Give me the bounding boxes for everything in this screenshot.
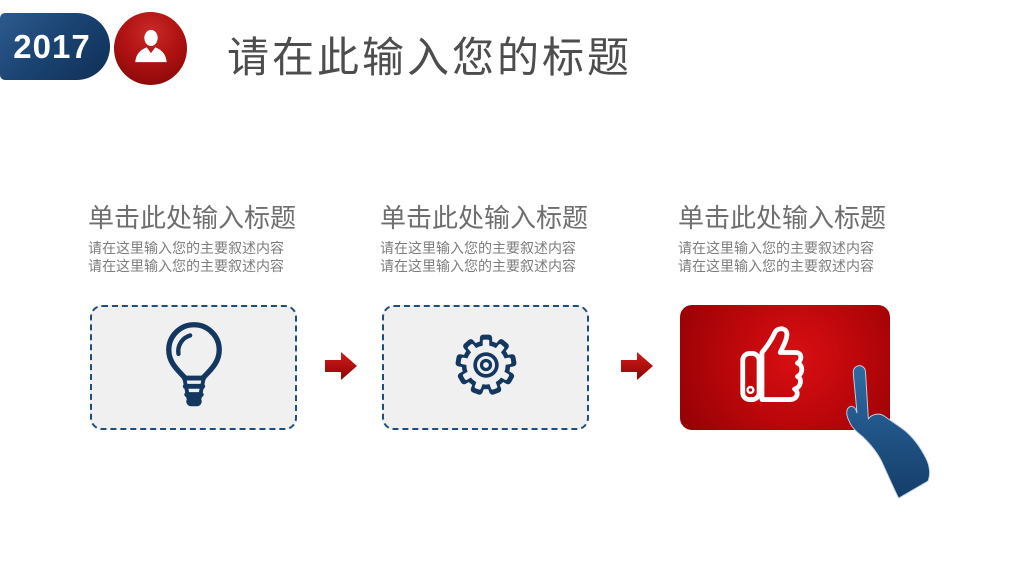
thumbs-up-icon bbox=[737, 322, 833, 413]
step-2-box bbox=[382, 305, 589, 430]
step-1-heading: 单击此处输入标题 bbox=[88, 203, 297, 233]
arrow-right-icon bbox=[621, 352, 653, 380]
step-3-line-2: 请在这里输入您的主要叙述内容 bbox=[678, 258, 874, 274]
step-3-text: 单击此处输入标题 请在这里输入您的主要叙述内容 请在这里输入您的主要叙述内容 bbox=[678, 203, 890, 275]
hand-cursor-icon bbox=[840, 360, 944, 504]
step-1-text: 单击此处输入标题 请在这里输入您的主要叙述内容 请在这里输入您的主要叙述内容 bbox=[88, 203, 300, 275]
user-badge bbox=[114, 12, 187, 85]
step-2-heading: 单击此处输入标题 bbox=[380, 203, 589, 233]
year-badge-label: 2017 bbox=[13, 27, 91, 65]
step-1-line-1: 请在这里输入您的主要叙述内容 bbox=[88, 240, 284, 256]
user-icon bbox=[132, 27, 170, 70]
step-1-line-2: 请在这里输入您的主要叙述内容 bbox=[88, 258, 284, 274]
step-2-text: 单击此处输入标题 请在这里输入您的主要叙述内容 请在这里输入您的主要叙述内容 bbox=[380, 203, 592, 275]
step-2-line-2: 请在这里输入您的主要叙述内容 bbox=[380, 258, 576, 274]
gear-icon bbox=[445, 324, 527, 411]
step-1-box bbox=[90, 305, 297, 430]
arrow-right-icon bbox=[325, 352, 357, 380]
lightbulb-icon bbox=[160, 317, 228, 419]
step-3-line-1: 请在这里输入您的主要叙述内容 bbox=[678, 240, 874, 256]
step-3-heading: 单击此处输入标题 bbox=[678, 203, 887, 233]
year-badge: 2017 bbox=[0, 13, 110, 80]
page-title: 请在此输入您的标题 bbox=[227, 34, 633, 81]
step-2-line-1: 请在这里输入您的主要叙述内容 bbox=[380, 240, 576, 256]
